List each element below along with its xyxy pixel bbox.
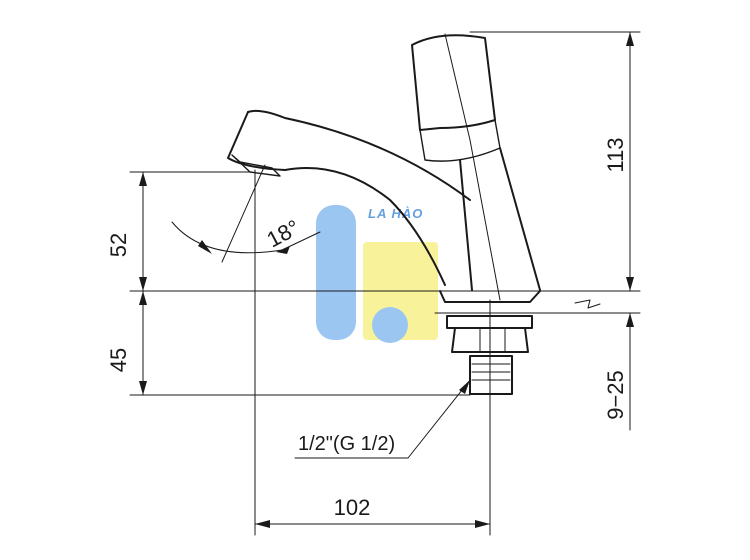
clamp-range-label: 9−25 [603,370,628,420]
angle-leader [281,231,321,251]
spout-aerator [227,111,286,171]
spout-axis-line [221,164,266,263]
overall-height-label: 113 [603,137,628,172]
arrow-angle-left [198,240,212,254]
arrow-up [626,313,634,327]
watermark-blue-bar [316,205,356,340]
thread-leader-line [407,379,471,459]
spout-tip [231,154,281,177]
arrow-up [139,291,147,305]
arrow-left [255,520,270,528]
break-mark [574,299,601,309]
stem-centerline [469,139,501,301]
watermark-logo: LA HÀO [316,205,438,343]
valve-stem [459,147,541,291]
handle-centerline [444,33,471,141]
arrow-down [139,381,147,395]
spout-angle-label: 18° [263,215,304,253]
spout-height-label: 52 [106,233,131,257]
washer [446,315,533,329]
reach-label: 102 [334,495,371,520]
handle-collar [419,119,501,162]
base-flange [439,290,541,303]
spout-top-curve [247,109,471,201]
angle-arc [171,221,283,254]
threaded-shank [469,355,513,395]
faucet-body [227,33,541,395]
arrow-up [139,172,147,186]
watermark-blue-dot [372,307,408,343]
lock-nut [451,327,529,353]
watermark-text: LA HÀO [368,206,423,221]
arrow-up [626,32,634,46]
base-height-label: 45 [106,348,131,372]
thread-leader-arrow [459,380,470,394]
thread-size-label: 1/2"(G 1/2) [298,433,395,455]
handle-cap [411,34,496,131]
arrow-right [475,520,490,528]
arrow-down [139,277,147,291]
spout-bottom-curve [284,167,446,286]
arrow-down [626,277,634,291]
